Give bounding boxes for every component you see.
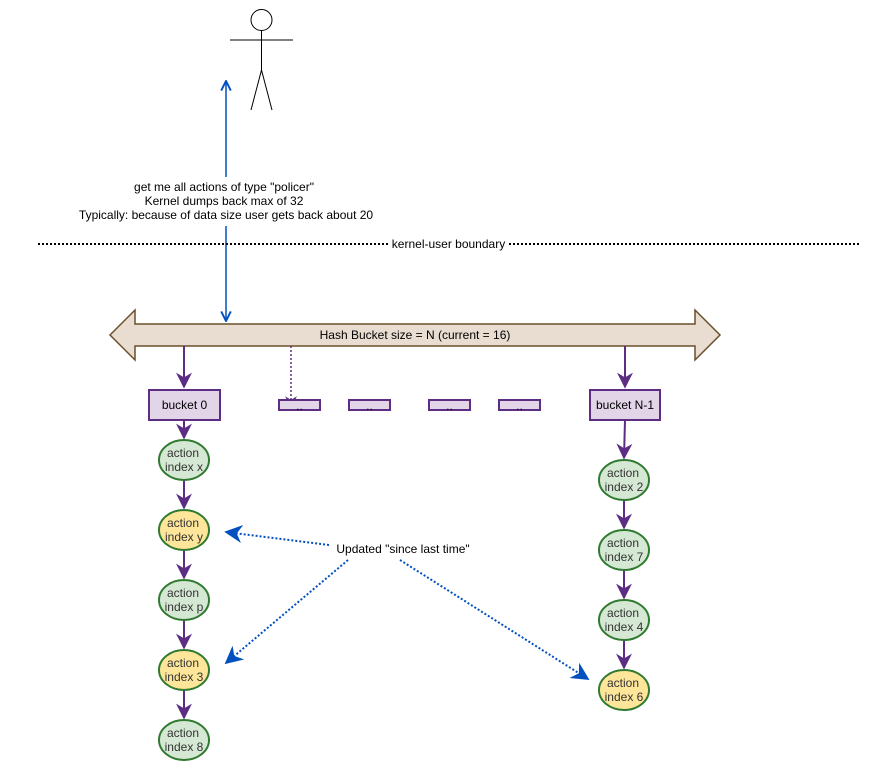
action-node-left-3: action index 3 <box>158 649 210 691</box>
action-node-left-4: action index 8 <box>158 719 210 761</box>
bucket-0: bucket 0 <box>148 389 221 421</box>
action-node-left-1: action index y <box>158 509 210 551</box>
action-node-right-3: action index 6 <box>598 669 650 711</box>
updated-arrow-index-3 <box>224 559 349 665</box>
request-line-3: Typically: because of data size user get… <box>79 208 374 222</box>
middle-bucket-label: .. <box>296 399 303 413</box>
boundary-label: kernel-user boundary <box>392 237 505 251</box>
updated-arrow-index-y <box>224 525 330 546</box>
action-node-left-0: action index x <box>158 439 210 481</box>
action-node-line1: action <box>607 536 639 550</box>
action-node-line2: index 3 <box>165 670 204 684</box>
middle-bucket: .. <box>498 399 541 413</box>
action-node-line2: index 2 <box>605 480 644 494</box>
action-node-right-0: action index 2 <box>598 459 650 501</box>
updated-note: Updated "since last time" <box>336 542 469 556</box>
bucket-0-label: bucket 0 <box>162 398 208 412</box>
action-node-line1: action <box>607 606 639 620</box>
action-node-line2: index 8 <box>165 740 204 754</box>
action-node-right-1: action index 7 <box>598 529 650 571</box>
action-node-line1: action <box>607 676 639 690</box>
middle-bucket: .. <box>428 399 471 413</box>
action-node-line1: action <box>167 656 199 670</box>
middle-bucket-label: .. <box>366 399 373 413</box>
user-actor-icon <box>230 9 293 111</box>
action-node-line2: index p <box>165 600 204 614</box>
action-node-right-2: action index 4 <box>598 599 650 641</box>
request-line-2: Kernel dumps back max of 32 <box>145 194 304 208</box>
hash-bucket-label: Hash Bucket size = N (current = 16) <box>320 328 511 342</box>
updated-arrow-index-6 <box>399 559 590 680</box>
action-node-line1: action <box>607 466 639 480</box>
action-node-line1: action <box>167 726 199 740</box>
action-node-line1: action <box>167 586 199 600</box>
action-node-line2: index 4 <box>605 620 644 634</box>
middle-bucket-label: .. <box>516 399 523 413</box>
arrow-bucket-n-1-to-chain <box>616 419 633 460</box>
action-node-left-2: action index p <box>158 579 210 621</box>
middle-bucket: .. <box>348 399 391 413</box>
action-node-line1: action <box>167 446 199 460</box>
bucket-n-1: bucket N-1 <box>589 389 661 421</box>
middle-bucket: .. <box>278 399 321 413</box>
middle-buckets: .. .. .. .. <box>278 399 541 413</box>
request-line-1: get me all actions of type "policer" <box>134 180 314 194</box>
hash-bucket-bar <box>108 308 722 362</box>
action-node-line2: index 7 <box>605 550 644 564</box>
action-node-line2: index 6 <box>605 690 644 704</box>
bucket-n-1-label: bucket N-1 <box>596 398 654 412</box>
action-node-line2: index x <box>165 460 203 474</box>
middle-bucket-label: .. <box>446 399 453 413</box>
action-node-line1: action <box>167 516 199 530</box>
action-node-line2: index y <box>165 530 203 544</box>
